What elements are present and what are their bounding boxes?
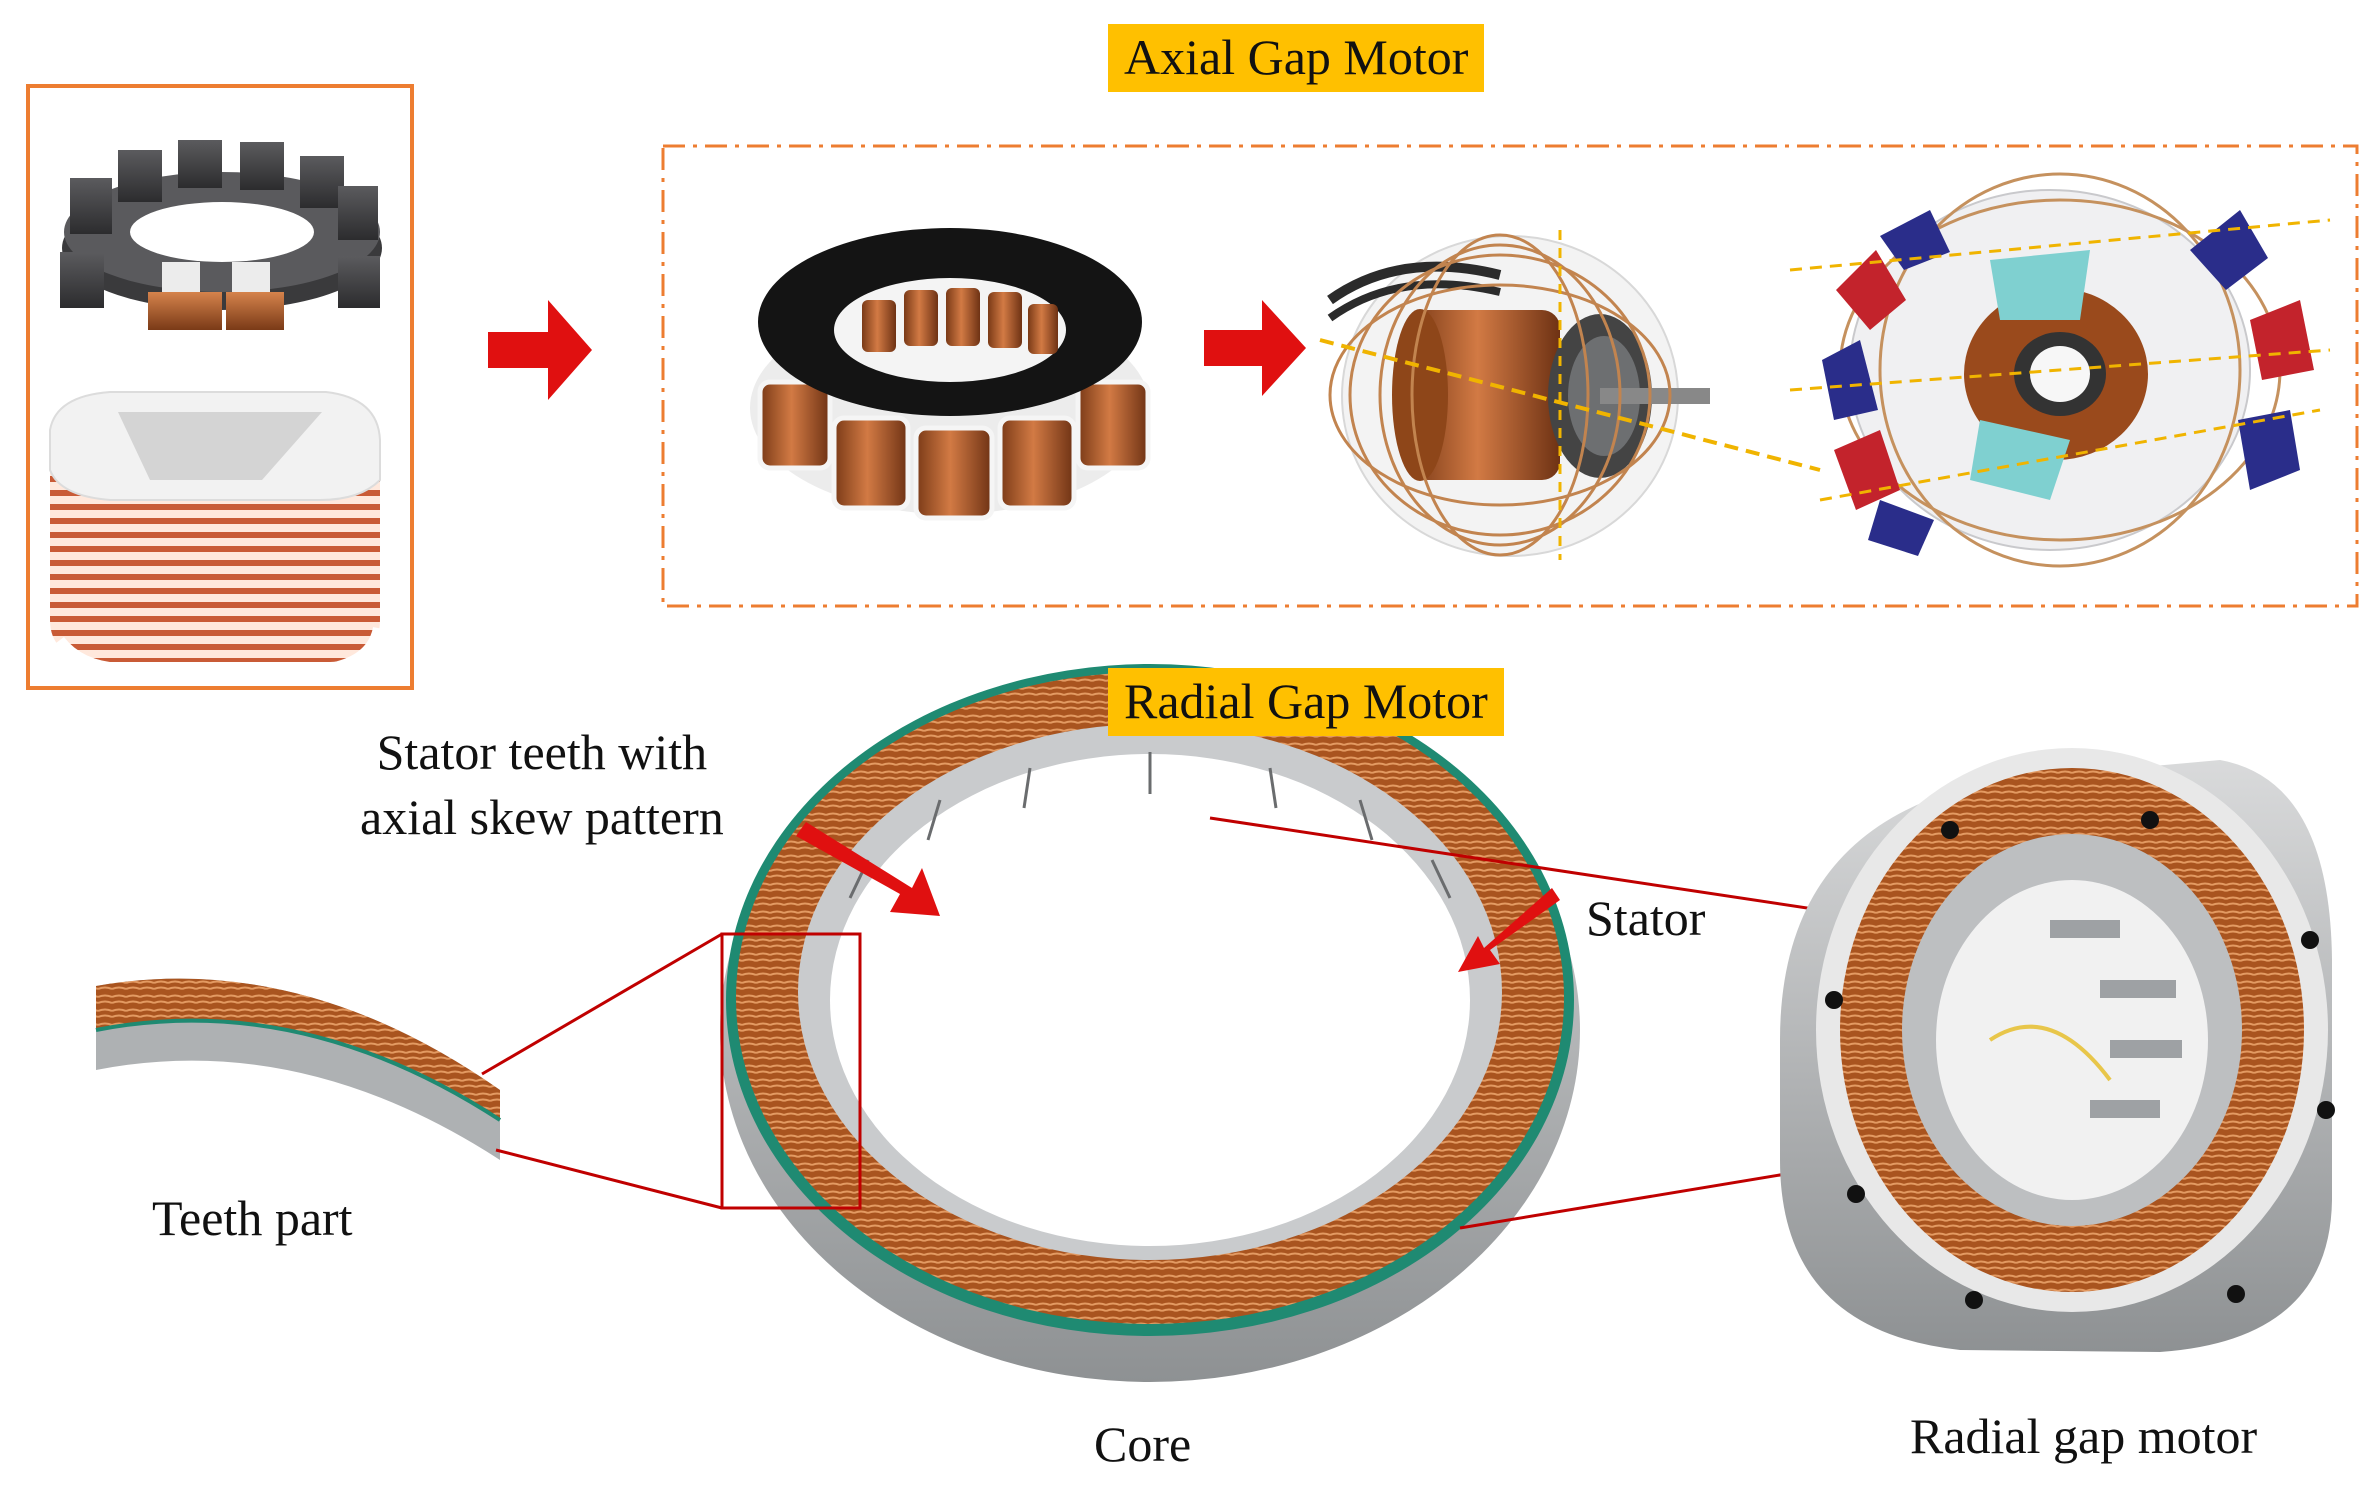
radial-gap-motor-label: Radial gap motor	[1910, 1408, 2258, 1464]
stacked-coil-block	[49, 391, 383, 673]
stator-teeth-caption-line1: Stator teeth with	[376, 724, 708, 780]
stator-teeth-caption: Stator teeth with axial skew pattern	[360, 720, 724, 850]
callout-arrow-stator	[1458, 888, 1560, 972]
teeth-part-label: Teeth part	[152, 1190, 353, 1246]
zoom-connector-upper	[481, 932, 723, 1076]
core-label: Core	[1094, 1416, 1192, 1472]
stator-label: Stator	[1586, 890, 1706, 946]
axial-rotor-magnets	[1789, 172, 2331, 568]
axial-motor-assembly	[1319, 230, 1821, 560]
teeth-part-strip	[95, 978, 502, 1160]
radial-gap-motor-photo	[1780, 748, 2335, 1352]
stator-teeth-caption-line2: axial skew pattern	[360, 789, 724, 845]
axial-stator-ring	[750, 228, 1151, 521]
callout-arrow-stator-teeth	[796, 822, 940, 916]
radial-gap-motor-title: Radial Gap Motor	[1108, 668, 1504, 736]
zoom-box	[720, 932, 862, 1210]
motor-connector-lower	[1459, 1168, 1811, 1230]
arrow-right-icon	[488, 300, 592, 400]
axial-gap-motor-panel	[661, 144, 2359, 608]
axial-gap-motor-title: Axial Gap Motor	[1108, 24, 1485, 92]
segmented-core-panel	[26, 84, 414, 690]
dark-stator-core	[60, 140, 382, 330]
axial-dashed-frame	[661, 144, 2359, 608]
arrow-right-icon	[1204, 300, 1306, 396]
radial-gap-motor-section	[95, 664, 2335, 1382]
motor-connector-upper	[1209, 816, 1901, 924]
stator-core-ring	[720, 664, 1580, 1382]
zoom-connector-lower	[495, 1148, 723, 1210]
copper-segment	[148, 292, 222, 330]
